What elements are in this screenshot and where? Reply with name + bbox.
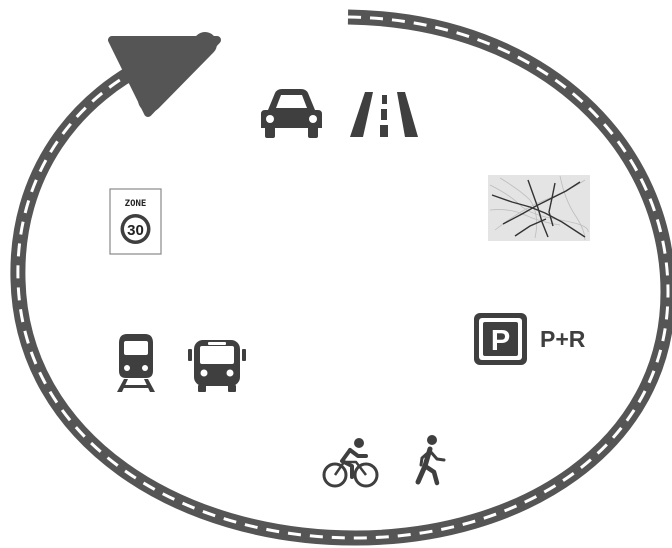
zone-sign-number-label: 30 bbox=[127, 222, 144, 239]
train-icon bbox=[117, 334, 155, 392]
car-icon bbox=[261, 89, 322, 138]
highway-road-icon bbox=[350, 92, 418, 137]
parking-icon: P bbox=[474, 313, 527, 365]
park-and-ride-label: P+R bbox=[540, 326, 586, 352]
bicycle-icon bbox=[322, 438, 379, 488]
map-thumbnail-icon bbox=[488, 175, 590, 241]
zone-sign-top-label: ZONE bbox=[125, 199, 147, 209]
pedestrian-icon bbox=[415, 435, 446, 486]
bus-icon bbox=[188, 340, 246, 392]
road-loop bbox=[10, 9, 672, 546]
zone-30-sign-icon: ZONE 30 bbox=[109, 188, 162, 255]
parking-letter: P bbox=[491, 325, 510, 357]
arrow-up-right-icon bbox=[108, 32, 221, 117]
